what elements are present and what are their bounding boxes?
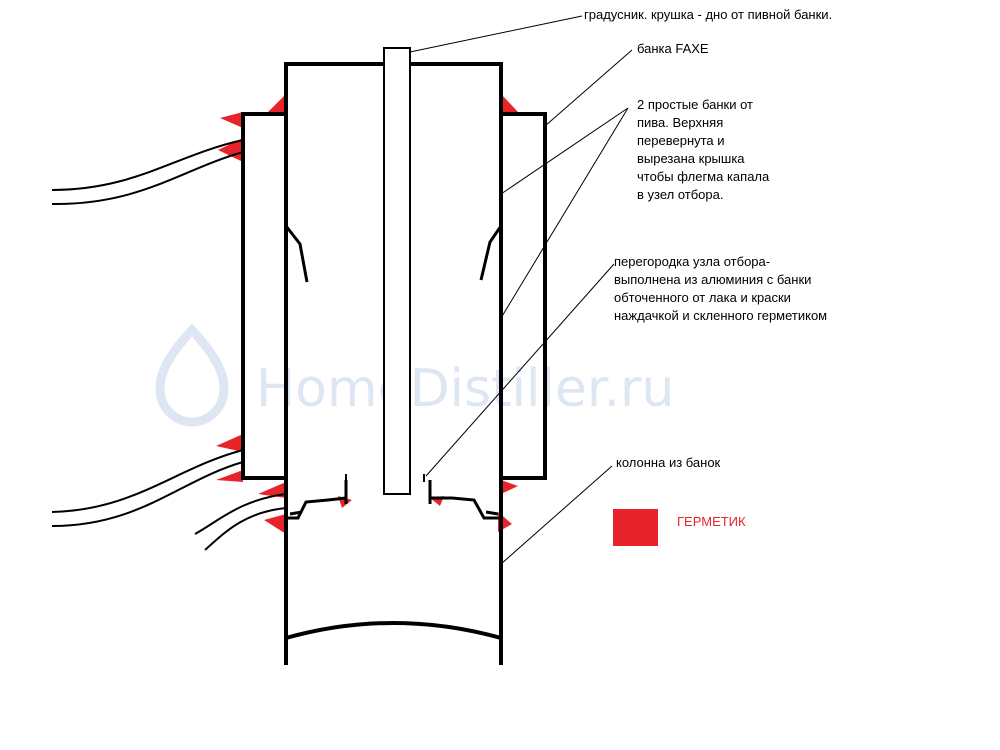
legend-label: ГЕРМЕТИК: [677, 514, 746, 529]
svg-text:выполнена из алюминия с банки: выполнена из алюминия с банки: [614, 272, 811, 287]
svg-text:вырезана крышка: вырезана крышка: [637, 151, 745, 166]
svg-text:чтобы флегма капала: чтобы флегма капала: [637, 169, 770, 184]
sealant-left-lower-c: [258, 482, 286, 498]
svg-text:2 простые банки от: 2 простые банки от: [637, 97, 753, 112]
sealant-left-base: [264, 514, 286, 534]
svg-text:перегородка узла отбора-: перегородка узла отбора-: [614, 254, 770, 269]
sealant-top-left: [268, 94, 286, 112]
sealant-left-lower-b: [216, 470, 243, 482]
watermark-drop-icon: [155, 323, 229, 427]
thermometer: [383, 47, 411, 495]
sealant-left-upper-a: [220, 112, 243, 128]
faxe-can: [284, 62, 503, 518]
label-partition: перегородка узла отбора- выполнена из ал…: [614, 254, 827, 323]
legend: ГЕРМЕТИК: [613, 509, 746, 546]
sealant-left-upper-b: [218, 138, 243, 162]
label-faxe-can: банка FAXE: [637, 41, 709, 56]
sealant-right-lower: [501, 480, 518, 494]
leader-lines: [409, 15, 633, 565]
fin-left: [284, 225, 309, 283]
watermark: HomeDistiller.ru: [155, 323, 674, 427]
sealant-left-lower-a: [216, 434, 243, 452]
label-column: колонна из банок: [616, 455, 721, 470]
outer-can-left: [241, 112, 288, 480]
legend-swatch: [613, 509, 658, 546]
svg-text:наждачкой и скленного герметик: наждачкой и скленного герметиком: [614, 308, 827, 323]
watermark-text: HomeDistiller.ru: [256, 359, 674, 419]
takeoff-partition: [286, 480, 501, 520]
svg-text:в узел отбора.: в узел отбора.: [637, 187, 723, 202]
column-cans: [284, 518, 503, 665]
cooling-tubes: [51, 139, 287, 551]
sealant-top-right: [501, 94, 518, 112]
fin-right: [479, 225, 503, 281]
svg-text:пива. Верхняя: пива. Верхняя: [637, 115, 723, 130]
label-thermometer: градусник. крушка - дно от пивной банки.: [584, 7, 832, 22]
svg-text:перевернута и: перевернута и: [637, 133, 725, 148]
sealant-marks: [216, 94, 518, 534]
label-beer-cans: 2 простые банки от пива. Верхняя перевер…: [637, 97, 770, 202]
svg-text:обточенного от лака и краски: обточенного от лака и краски: [614, 290, 791, 305]
